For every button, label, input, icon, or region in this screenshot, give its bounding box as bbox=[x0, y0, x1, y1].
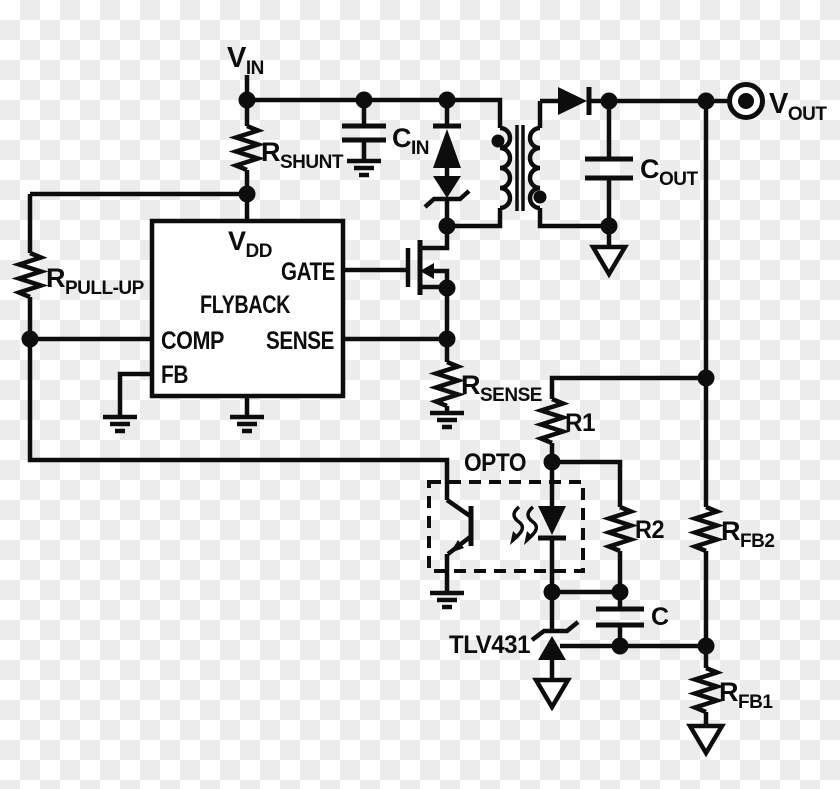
rsense-label: RSENSE bbox=[461, 370, 542, 406]
ic-pin-vdd-label: VDD bbox=[228, 226, 272, 262]
rshunt-label: RSHUNT bbox=[261, 137, 344, 173]
rpullup-label: RPULL-UP bbox=[46, 263, 145, 299]
capacitor-cin bbox=[342, 123, 386, 143]
ground-symbol-rsense bbox=[430, 410, 464, 430]
mosfet-arrow bbox=[420, 263, 434, 279]
transformer bbox=[491, 125, 547, 211]
opto-label: OPTO bbox=[464, 449, 526, 477]
resistor-rshunt bbox=[228, 123, 266, 173]
ic-pin-sense-label: SENSE bbox=[266, 327, 334, 355]
ground-symbol-fb bbox=[103, 414, 137, 434]
mosfet bbox=[405, 240, 434, 295]
ground-symbol-opto bbox=[430, 590, 464, 610]
component-labels: VIN RSHUNT CIN COUT VOUT RPULL-UP RSENSE… bbox=[46, 42, 828, 713]
capacitor-cout bbox=[585, 156, 633, 181]
opto-led bbox=[538, 506, 566, 541]
clamp-zener-diode bbox=[423, 176, 471, 209]
rfb1-label: RFB1 bbox=[719, 677, 773, 713]
ic-pin-comp-label: COMP bbox=[161, 327, 224, 355]
r1-label: R1 bbox=[565, 409, 596, 437]
tlv431-shunt-regulator bbox=[530, 620, 580, 660]
ic-name-label: FLYBACK bbox=[200, 291, 290, 319]
vin-label: VIN bbox=[227, 42, 264, 79]
secondary-winding bbox=[527, 125, 541, 211]
ic-pin-fb-label: FB bbox=[161, 361, 188, 389]
ic-flyback-controller: VDD GATE FLYBACK COMP SENSE FB bbox=[149, 218, 346, 399]
resistor-rpullup bbox=[11, 250, 49, 300]
resistor-r1 bbox=[533, 396, 571, 446]
ground-symbol-ic bbox=[230, 414, 264, 434]
capacitor-c bbox=[596, 606, 644, 628]
ground-symbol-cin bbox=[347, 158, 381, 178]
secondary-phase-dot bbox=[533, 190, 547, 204]
return-arrow-cout bbox=[589, 244, 629, 279]
ic-body bbox=[149, 218, 346, 399]
ic-pin-gate-label: GATE bbox=[281, 258, 335, 286]
wires bbox=[27, 75, 730, 726]
junction-dots bbox=[21, 91, 715, 655]
r2-label: R2 bbox=[635, 516, 664, 544]
resistor-rfb2 bbox=[687, 504, 725, 554]
resistor-rsense bbox=[428, 359, 466, 409]
vout-terminal bbox=[727, 82, 765, 120]
output-diode bbox=[558, 87, 592, 115]
primary-winding bbox=[499, 125, 513, 211]
transformer-core bbox=[515, 125, 525, 211]
c-label: C bbox=[651, 603, 669, 631]
primary-phase-dot bbox=[491, 134, 505, 148]
cin-label: CIN bbox=[392, 123, 429, 159]
opto-transistor bbox=[445, 498, 474, 556]
opto-emitter-arrow bbox=[450, 540, 464, 553]
return-arrow-tlv431 bbox=[532, 677, 572, 712]
cout-label: COUT bbox=[640, 154, 699, 190]
opto-outline bbox=[427, 480, 585, 573]
tlv431-label: TLV431 bbox=[449, 631, 531, 659]
vout-label: VOUT bbox=[769, 88, 827, 125]
resistor-rfb1 bbox=[687, 665, 725, 715]
clamp-diode bbox=[433, 123, 461, 168]
rfb2-label: RFB2 bbox=[721, 516, 774, 552]
return-arrow-rfb1 bbox=[686, 723, 726, 758]
opto-light-arrows bbox=[510, 505, 539, 545]
opto-coupler bbox=[427, 480, 585, 573]
resistor-r2 bbox=[601, 504, 639, 554]
